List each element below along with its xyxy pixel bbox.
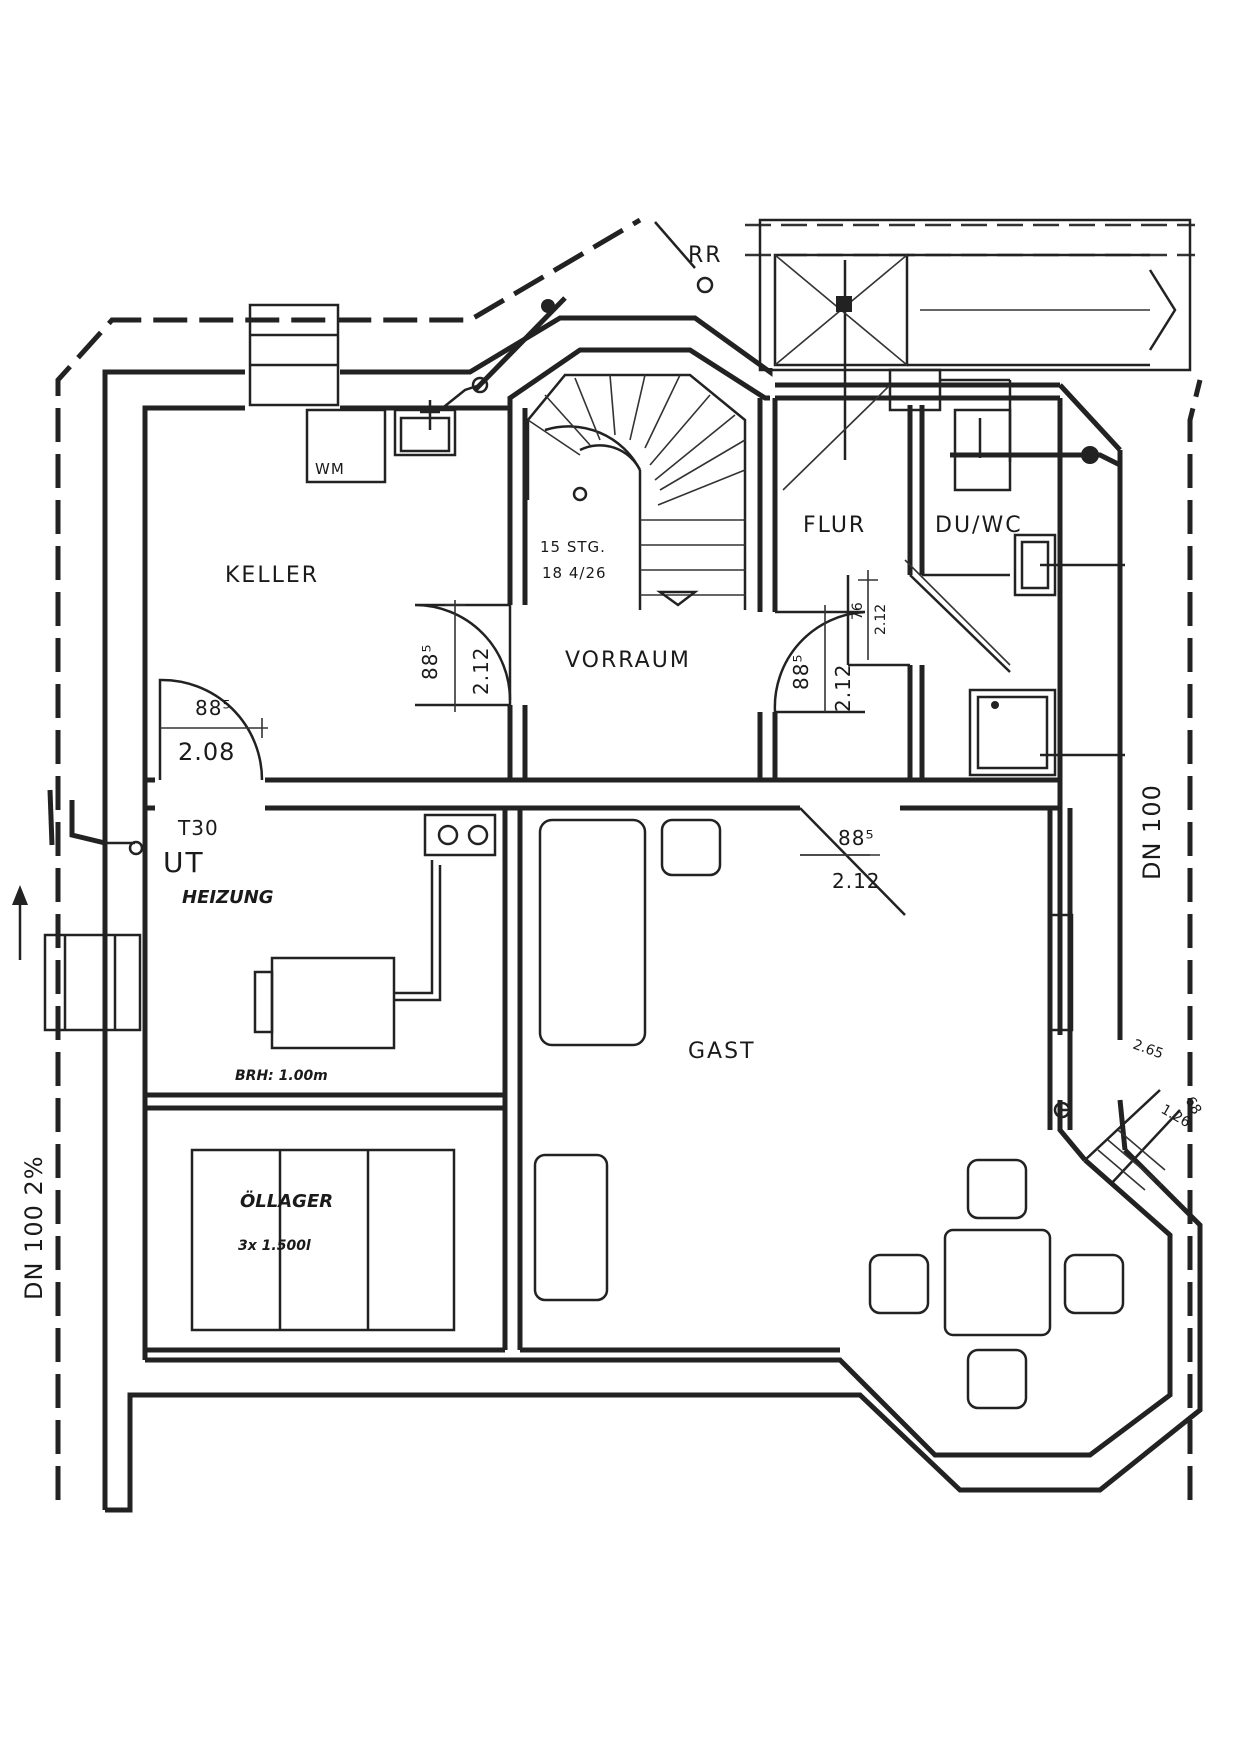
side-label-right: DN 100	[1138, 784, 1166, 880]
dim-keller-door-h: 2.08	[178, 738, 235, 766]
dimension-labels: 88⁵ 2.08 88⁵ 2.12 88⁵ 2.12 76 2.12 88⁵ 2…	[178, 602, 1204, 1131]
gast-furniture	[533, 818, 1125, 1410]
room-label-oellager: ÖLLAGER	[240, 1190, 333, 1212]
brh-note: BRH: 1.00m	[235, 1068, 328, 1084]
slope-arrow	[12, 885, 28, 960]
note-labels: BRH: 1.00m 3x 1.500l	[235, 1068, 328, 1254]
dim-terrace-b: 68	[1182, 1094, 1205, 1117]
dim-terrace-a: 2.65	[1131, 1037, 1166, 1063]
side-label-left: DN 100 2%	[20, 1155, 48, 1300]
dim-flur-door-h: 2.12	[873, 604, 889, 635]
doors	[158, 575, 910, 916]
room-label-vorraum: VORRAUM	[565, 648, 691, 673]
dimension-ticks	[160, 570, 878, 856]
stair-labels: 15 STG. 18 4/26	[540, 538, 607, 582]
dim-gast-door-h: 2.12	[832, 869, 881, 893]
dim-flur-door-w: 76	[850, 602, 866, 620]
room-label-duwc: DU/WC	[935, 513, 1023, 538]
dim-vorraum-right-h: 2.12	[831, 663, 855, 712]
side-labels: DN 100 2% DN 100	[20, 784, 1166, 1300]
dim-keller-door-w: 88⁵	[195, 696, 231, 720]
room-label-flur: FLUR	[803, 513, 866, 538]
dim-gast-door-w: 88⁵	[838, 826, 874, 850]
dim-vorraum-right-w: 88⁵	[789, 654, 813, 690]
heizung-entrance	[43, 933, 142, 1032]
stair-ratio-label: 18 4/26	[542, 564, 607, 582]
terrace-door	[1084, 1089, 1181, 1191]
stair-steps-label: 15 STG.	[540, 538, 606, 556]
dim-vorraum-left-w: 88⁵	[418, 644, 442, 680]
rr-label: RR	[688, 243, 723, 268]
staircase	[526, 373, 747, 610]
room-label-keller: KELLER	[225, 563, 319, 588]
wm-label: WM	[315, 460, 345, 478]
t30-label: T30	[177, 816, 219, 840]
ut-label: UT	[163, 846, 205, 879]
gast-window-right	[1048, 913, 1074, 1032]
room-label-gast: GAST	[688, 1039, 756, 1064]
room-labels: KELLER VORRAUM FLUR DU/WC HEIZUNG GAST Ö…	[182, 513, 1023, 1212]
heizung-equipment	[253, 813, 497, 1050]
duwc-fixtures	[904, 408, 1057, 777]
keller-window	[248, 303, 340, 407]
fixture-labels: WM RR T30 UT	[163, 243, 723, 879]
tank-note: 3x 1.500l	[238, 1238, 311, 1254]
interior-walls	[145, 382, 1122, 1353]
oil-tanks	[190, 1148, 456, 1332]
outer-walls	[102, 315, 1203, 1513]
keller-fixtures	[305, 400, 457, 484]
dim-vorraum-left-h: 2.12	[469, 646, 493, 695]
flur-window	[782, 368, 942, 491]
room-label-heizung: HEIZUNG	[182, 887, 274, 908]
light-well	[758, 218, 1192, 372]
drainage-line	[55, 217, 1203, 1500]
